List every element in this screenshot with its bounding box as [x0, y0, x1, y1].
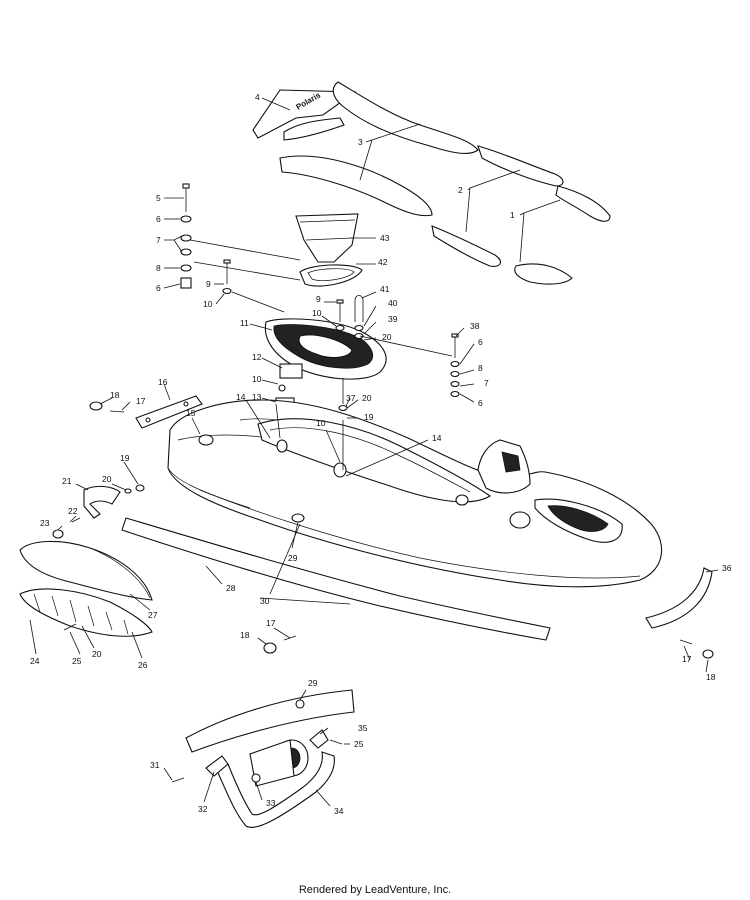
- bumper-27: [19, 540, 153, 601]
- decal-3: [279, 81, 479, 217]
- callout-23: 23: [40, 518, 50, 528]
- callout-20: 20: [382, 332, 392, 342]
- bolt-stack-right: [450, 333, 460, 398]
- bow-cap: [645, 567, 713, 629]
- callout-32: 32: [198, 804, 208, 814]
- callout-15: 15: [186, 408, 196, 418]
- callout-4: 4: [255, 92, 260, 102]
- callout-6b: 6: [156, 283, 161, 293]
- callout-43: 43: [380, 233, 390, 243]
- callout-20d: 20: [92, 649, 102, 659]
- callout-29: 29: [288, 553, 298, 563]
- bumper-26: [19, 588, 153, 637]
- callout-21: 21: [62, 476, 72, 486]
- callout-14: 14: [236, 392, 246, 402]
- callout-7b: 7: [484, 378, 489, 388]
- callout-39: 39: [388, 314, 398, 324]
- callout-25b: 25: [354, 739, 364, 749]
- callout-27: 27: [148, 610, 158, 620]
- callout-19: 19: [364, 412, 374, 422]
- hull-body: [167, 399, 663, 588]
- rub-rail: [121, 517, 551, 641]
- plate-16: [135, 395, 203, 429]
- callout-38: 38: [470, 321, 480, 331]
- small-fasteners: [52, 401, 714, 783]
- callout-6: 6: [156, 214, 161, 224]
- decal-1: [514, 185, 611, 285]
- callout-36: 36: [722, 563, 732, 573]
- callout-16: 16: [158, 377, 168, 387]
- callout-29b: 29: [308, 678, 318, 688]
- callout-13: 13: [252, 392, 262, 402]
- callout-8: 8: [156, 263, 161, 273]
- callout-18: 18: [110, 390, 120, 400]
- callout-17b: 17: [266, 618, 276, 628]
- bolt-stack-middle: [335, 295, 364, 340]
- callout-10d: 10: [316, 418, 326, 428]
- callout-6d: 6: [478, 398, 483, 408]
- leader-lines: [29, 97, 719, 807]
- callout-24: 24: [30, 656, 40, 666]
- decal-4: Polaris: [252, 89, 357, 141]
- callout-14b: 14: [432, 433, 442, 443]
- callout-10b: 10: [252, 374, 262, 384]
- callout-3: 3: [358, 137, 363, 147]
- callout-40: 40: [388, 298, 398, 308]
- bolt-9-left: [222, 259, 232, 295]
- callout-17: 17: [136, 396, 146, 406]
- callout-22: 22: [68, 506, 78, 516]
- callout-30: 30: [260, 596, 270, 606]
- callout-31: 31: [150, 760, 160, 770]
- callout-37: 37: [346, 393, 356, 403]
- callout-10c: 10: [312, 308, 322, 318]
- callout-8b: 8: [478, 363, 483, 373]
- callout-34: 34: [334, 806, 344, 816]
- gasket: [299, 264, 363, 287]
- callout-9b: 9: [316, 294, 321, 304]
- callout-26: 26: [138, 660, 148, 670]
- callout-42: 42: [378, 257, 388, 267]
- decal-2: [431, 145, 564, 267]
- callout-labels: 1 2 3 4 5 6 7 8 6 9 10 11 12 10 13 14 15…: [30, 92, 732, 816]
- callout-20c: 20: [102, 474, 112, 484]
- storage-bin: [295, 213, 359, 263]
- latch-block: [279, 363, 303, 379]
- callout-19b: 19: [120, 453, 130, 463]
- callout-28: 28: [226, 583, 236, 593]
- callout-41: 41: [380, 284, 390, 294]
- callout-9: 9: [206, 279, 211, 289]
- bolt-stack-left: [180, 183, 192, 289]
- callout-1: 1: [510, 210, 515, 220]
- callout-35: 35: [358, 723, 368, 733]
- callout-7: 7: [156, 235, 161, 245]
- callout-33: 33: [266, 798, 276, 808]
- callout-10: 10: [203, 299, 213, 309]
- callout-11: 11: [240, 318, 249, 328]
- callout-25: 25: [72, 656, 82, 666]
- callout-2: 2: [458, 185, 463, 195]
- latch-washer: [278, 384, 286, 392]
- bracket-21: [83, 485, 121, 519]
- callout-5: 5: [156, 193, 161, 203]
- callout-18b: 18: [240, 630, 250, 640]
- callout-17c: 17: [682, 654, 692, 664]
- callout-12: 12: [252, 352, 262, 362]
- footer-credit: Rendered by LeadVenture, Inc.: [298, 884, 452, 896]
- callout-6c: 6: [478, 337, 483, 347]
- callout-20b: 20: [362, 393, 372, 403]
- grab-handle: [185, 689, 355, 828]
- callout-18c: 18: [706, 672, 716, 682]
